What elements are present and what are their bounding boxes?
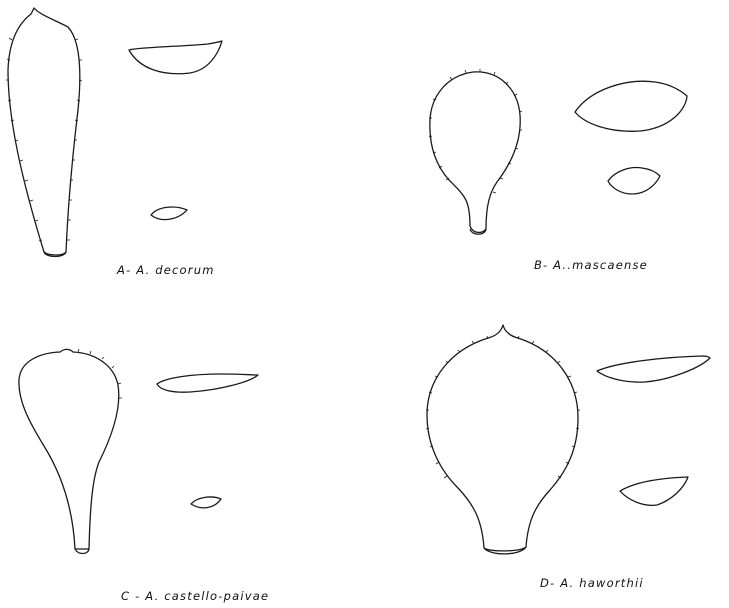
panel-c-leaf-margin-hairs	[78, 349, 122, 398]
panel-d-leaf-outline	[427, 325, 578, 551]
panel-a-leaf-outline	[8, 8, 80, 255]
panel-d-section-lower	[620, 477, 688, 505]
panel-b-section-upper	[575, 81, 687, 131]
panel-a-section-lower	[151, 207, 187, 220]
panel-b-leaf-outline	[430, 72, 520, 233]
panel-d: D- A. haworthii	[426, 325, 710, 590]
panel-d-caption: D- A. haworthii	[540, 576, 644, 590]
panel-b-caption: B- A..mascaense	[534, 258, 648, 272]
panel-c-petiole-base	[75, 549, 89, 554]
panel-c-section-lower	[191, 497, 221, 508]
panel-b: B- A..mascaense	[429, 69, 687, 272]
panel-d-section-upper	[597, 356, 710, 382]
panel-a-caption: A- A. decorum	[116, 263, 215, 277]
panel-a-section-upper	[129, 41, 222, 74]
panel-c-section-upper	[157, 374, 258, 392]
panel-a: A- A. decorum	[6, 8, 222, 277]
panel-a-leaf-margin-hairs	[6, 38, 82, 241]
panel-d-leaf-margin-hairs	[426, 336, 580, 478]
panel-c: C - A. castello-paivae	[19, 349, 269, 603]
panel-c-caption: C - A. castello-paivae	[121, 589, 269, 603]
panel-c-leaf-outline	[19, 349, 119, 549]
panel-b-section-lower	[608, 168, 660, 194]
